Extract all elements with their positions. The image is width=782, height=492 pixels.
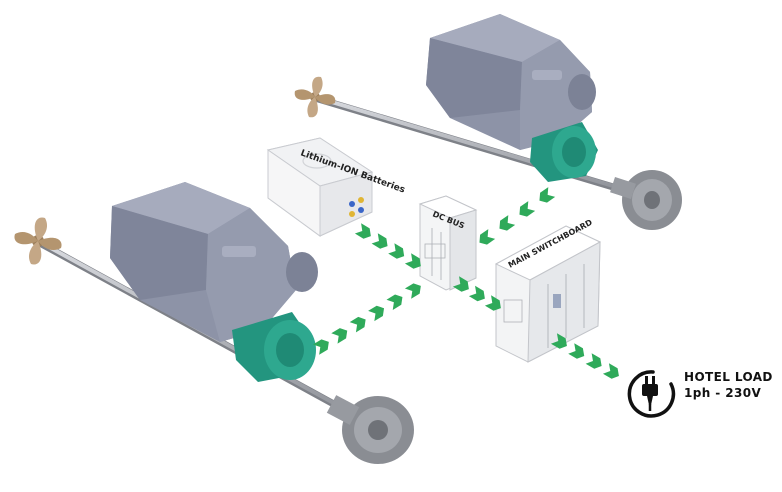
lower-propeller-icon (14, 217, 61, 264)
arrow-lower-motor-to-dcbus-chevron (368, 303, 387, 321)
arrow-switchboard-to-hotel-chevron (603, 363, 622, 381)
arrow-lower-motor-to-dcbus-chevron (387, 292, 406, 310)
hotel-load-title: HOTEL LOAD (684, 369, 773, 385)
hotel-load-label: HOTEL LOAD 1ph - 230V (684, 369, 773, 401)
upper-gearbox-icon (610, 170, 682, 230)
arrow-battery-to-dcbus-chevron (372, 233, 391, 251)
upper-propeller-icon (295, 77, 336, 118)
arrow-battery-to-dcbus-chevron (388, 243, 407, 261)
lower-gearbox-icon (327, 395, 414, 464)
arrow-upper-motor-to-dcbus-chevron (516, 201, 535, 219)
plug-icon (629, 372, 673, 416)
arrow-upper-motor-to-dcbus-chevron (496, 215, 515, 233)
arrow-dcbus-to-switchboard-chevron (469, 286, 488, 304)
arrow-upper-motor-to-dcbus-chevron (476, 229, 495, 247)
arrow-lower-motor-to-dcbus-chevron (331, 326, 350, 344)
arrow-lower-motor-to-dcbus-chevron (350, 314, 369, 332)
battery-pack-icon (268, 138, 372, 236)
arrow-upper-motor-to-dcbus-chevron (536, 187, 555, 205)
arrow-battery-to-dcbus-chevron (355, 223, 374, 241)
dc-bus-cabinet-icon (420, 196, 476, 290)
arrow-lower-motor-to-dcbus-chevron (405, 281, 424, 299)
arrow-switchboard-to-hotel-chevron (586, 353, 605, 371)
arrow-switchboard-to-hotel-chevron (568, 343, 587, 361)
hotel-load-spec: 1ph - 230V (684, 385, 773, 401)
